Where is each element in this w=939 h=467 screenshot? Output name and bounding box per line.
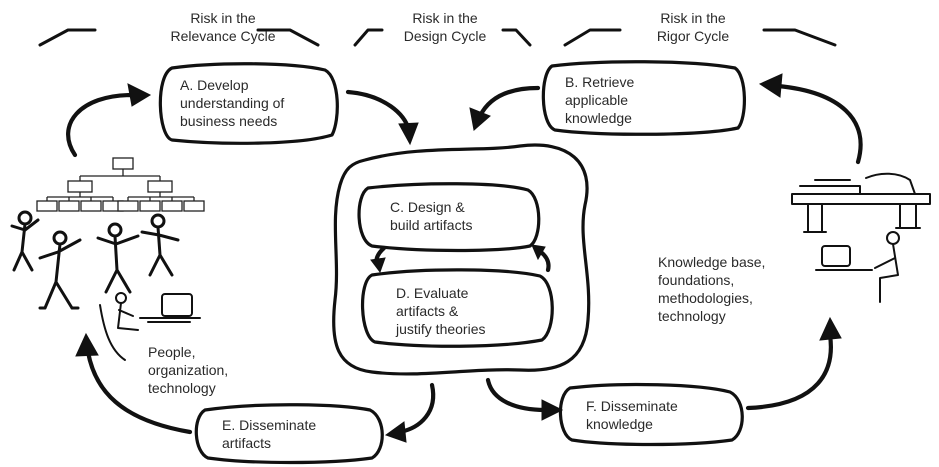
box-c-text: C. Design & build artifacts (390, 198, 472, 234)
knowledge-base-label: Knowledge base, foundations, methodologi… (658, 253, 765, 325)
org-chart-icon (36, 157, 205, 212)
box-d-line-3: justify theories (396, 321, 486, 337)
box-d-outline (361, 268, 554, 348)
rigor-risk-line-2: Rigor Cycle (656, 28, 730, 44)
relevance-risk-bracket (38, 28, 320, 47)
relevance-risk-line-2: Relevance Cycle (170, 28, 276, 44)
computer-desk-icon (139, 293, 201, 323)
box-d-text: D. Evaluate artifacts & justify theories (396, 284, 485, 338)
environment-line-2: organization, (148, 362, 229, 378)
rigor-risk-bracket (563, 28, 837, 47)
box-b-outline (541, 60, 747, 136)
design-risk-line-2: Design Cycle (403, 28, 487, 44)
box-b-line-1: B. Retrieve (565, 74, 635, 90)
box-b-line-3: knowledge (565, 110, 632, 126)
box-a-line-3: business needs (180, 113, 278, 129)
box-d-line-1: D. Evaluate (396, 285, 469, 301)
knowledge-base-line-4: technology (658, 308, 726, 324)
arrow-f-to-kb (745, 316, 842, 411)
environment-line-3: technology (148, 380, 216, 396)
knowledge-base-table-icon (791, 172, 931, 233)
relevance-risk-label: Risk in the Relevance Cycle (148, 9, 298, 45)
box-d-line-2: artifacts & (396, 303, 459, 319)
environment-label: People, organization, technology (148, 343, 228, 397)
box-e-line-1: E. Disseminate (222, 417, 317, 433)
arrow-c-to-d (370, 245, 387, 274)
arrow-kb-to-b (758, 73, 863, 165)
knowledge-base-line-2: foundations, (658, 272, 735, 288)
design-risk-label: Risk in the Design Cycle (380, 9, 510, 45)
box-a-outline (158, 62, 339, 145)
arrow-a-to-design (345, 89, 419, 146)
box-f-line-1: F. Disseminate (586, 398, 678, 414)
arrow-design-to-e (384, 382, 436, 443)
arrow-e-to-env (75, 332, 193, 435)
design-risk-line-1: Risk in the (412, 10, 478, 26)
arrow-d-to-c (531, 244, 551, 273)
relevance-risk-line-1: Risk in the (190, 10, 256, 26)
arrow-env-to-a (66, 83, 152, 158)
knowledge-base-line-1: Knowledge base, (658, 254, 766, 270)
box-a-line-1: A. Develop (180, 77, 249, 93)
arrow-design-to-f (485, 377, 564, 421)
box-e-outline (194, 403, 384, 465)
box-a-line-2: understanding of (180, 95, 285, 111)
box-f-text: F. Disseminate knowledge (586, 397, 678, 433)
box-b-text: B. Retrieve applicable knowledge (565, 73, 634, 127)
people-stick-figures-icon (10, 210, 180, 361)
box-e-line-2: artifacts (222, 435, 272, 451)
reader-figure-icon (815, 231, 900, 303)
box-c-line-2: build artifacts (390, 217, 473, 233)
environment-line-1: People, (148, 344, 196, 360)
design-risk-bracket (353, 28, 532, 47)
box-c-line-1: C. Design & (390, 199, 465, 215)
box-a-text: A. Develop understanding of business nee… (180, 76, 284, 130)
box-f-outline (558, 382, 744, 447)
box-b-line-2: applicable (565, 92, 629, 108)
rigor-risk-line-1: Risk in the (660, 10, 726, 26)
arrow-b-to-design (469, 85, 541, 131)
box-c-outline (357, 182, 541, 253)
knowledge-base-line-3: methodologies, (658, 290, 753, 306)
rigor-risk-label: Risk in the Rigor Cycle (628, 9, 758, 45)
box-f-line-2: knowledge (586, 416, 653, 432)
box-e-text: E. Disseminate artifacts (222, 416, 316, 452)
